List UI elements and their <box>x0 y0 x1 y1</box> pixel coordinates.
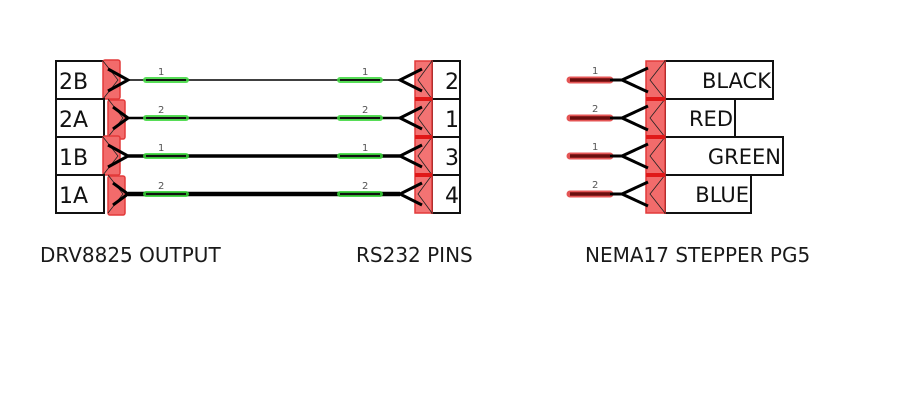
left-pin-2a: 2A <box>55 98 131 140</box>
contact-outline <box>649 98 666 138</box>
fork-contact-icon <box>618 180 649 208</box>
drv8825-output-connector: 2B 2A 1B 1A <box>55 59 132 216</box>
wire-pin-number: 2 <box>592 104 598 115</box>
pin-label: 2A <box>59 108 88 133</box>
wire-color-label-box <box>664 174 752 214</box>
left-pin-1a: 1A <box>55 174 131 216</box>
fork-contact-icon <box>618 66 649 94</box>
pin-label: 2B <box>59 70 88 95</box>
contact-outline <box>417 60 433 100</box>
pin-label: 1A <box>59 184 88 209</box>
connector-housing <box>102 59 121 100</box>
pin-label: 1B <box>59 146 88 171</box>
wire-color-label-box <box>664 136 784 176</box>
fork-contact-icon <box>396 67 423 93</box>
contact-outline <box>649 60 666 100</box>
wire-pin-number-left: 2 <box>158 181 164 192</box>
contact-outline <box>107 174 124 214</box>
wire-color-label: RED <box>689 107 733 131</box>
contact-outline <box>417 174 433 214</box>
connector-housing <box>102 135 121 176</box>
pin-label-box <box>55 174 105 214</box>
rs232-pin-4: 4 <box>417 174 461 214</box>
pin-label: 2 <box>445 70 459 95</box>
wire-pin-number-left: 1 <box>158 67 164 78</box>
pin-label-box <box>431 98 461 138</box>
contact-outline <box>417 98 433 138</box>
wire-color-label-box <box>664 60 774 100</box>
wire-pin-number-left: 2 <box>158 105 164 116</box>
stepper-wire-red: RED 2 <box>566 98 736 138</box>
rs232-pin-1: 1 <box>417 98 461 138</box>
pin-label: 4 <box>445 184 459 209</box>
contact-outline <box>107 98 124 138</box>
pin-label-box <box>431 174 461 214</box>
caption-drv8825-output: DRV8825 OUTPUT <box>40 243 221 267</box>
stepper-wire-green: GREEN 1 <box>566 136 784 176</box>
caption-nema17-stepper: NEMA17 STEPPER PG5 <box>585 243 810 267</box>
wire-pin-number: 1 <box>592 66 598 77</box>
contact-outline <box>649 136 666 176</box>
wire-pin-number-left: 1 <box>158 143 164 154</box>
contact-outline <box>417 136 433 176</box>
pin-label: 3 <box>445 146 459 171</box>
caption-rs232-pins: RS232 PINS <box>356 243 473 267</box>
contact-outline <box>102 60 119 100</box>
stepper-wire-black: BLACK 1 <box>566 60 774 100</box>
rs232-pins-connector: 2 1 3 4 <box>396 60 461 214</box>
contact-outline <box>649 174 666 214</box>
wire-pin-number-right: 1 <box>362 67 368 78</box>
wire-pin-number-right: 2 <box>362 105 368 116</box>
fork-contact-icon <box>618 104 649 132</box>
contact-outline <box>102 136 119 176</box>
fork-contact-icon <box>396 181 423 207</box>
wire-color-label: GREEN <box>708 145 781 169</box>
left-pin-2b: 2B <box>55 59 132 100</box>
wire-color-label: BLACK <box>702 69 772 93</box>
pin-label: 1 <box>445 108 459 133</box>
wire-pin-number: 2 <box>592 180 598 191</box>
wire-pin-number-right: 1 <box>362 143 368 154</box>
wire-pin-number: 1 <box>592 142 598 153</box>
fork-contact-icon <box>396 143 423 169</box>
wire-color-label: BLUE <box>695 183 749 207</box>
stepper-wire-blue: BLUE 2 <box>566 174 752 214</box>
left-pin-1b: 1B <box>55 135 132 176</box>
rs232-pin-2: 2 <box>417 60 461 100</box>
fork-contact-icon <box>618 142 649 170</box>
fork-contact-icon <box>396 105 423 131</box>
wire-pin-number-right: 2 <box>362 181 368 192</box>
